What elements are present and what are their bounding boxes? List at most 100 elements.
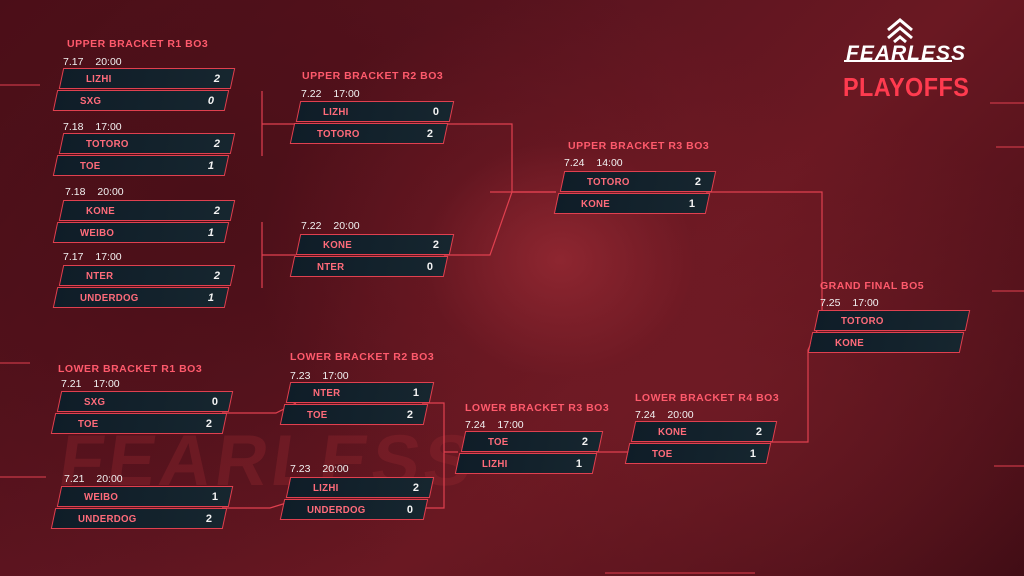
team-row[interactable]: KONE 2 [630, 421, 778, 442]
team-score: 1 [207, 159, 214, 172]
team-name: TOE [307, 408, 328, 421]
team-row[interactable]: TOE 2 [279, 404, 429, 425]
match-date: 7.21 [64, 473, 85, 485]
round-title: LOWER BRACKET R2 BO3 [290, 351, 435, 363]
match-date: 7.24 [635, 409, 656, 421]
team-row[interactable]: KONE [807, 332, 965, 353]
team-name: TOE [488, 435, 509, 448]
team-score: 2 [205, 512, 212, 525]
match-date: 7.25 [820, 297, 841, 309]
match-datetime: 7.24 14:00 [564, 157, 623, 169]
round-title: LOWER BRACKET R3 BO3 [465, 402, 610, 414]
match-time-value: 20:00 [333, 220, 360, 232]
team-score: 2 [406, 408, 413, 421]
team-score: 2 [205, 417, 212, 430]
team-name: TOE [80, 159, 101, 172]
team-name: NTER [313, 386, 341, 399]
team-row[interactable]: TOE 2 [460, 431, 604, 452]
team-row[interactable]: NTER 1 [285, 382, 435, 403]
team-name: UNDERDOG [80, 291, 139, 304]
match-date: 7.17 [63, 56, 84, 68]
team-score: 1 [688, 197, 695, 210]
match-datetime: 7.24 20:00 [635, 409, 694, 421]
round-title: UPPER BRACKET R3 BO3 [568, 140, 710, 152]
match-date: 7.18 [63, 121, 84, 133]
match-time-value: 17:00 [95, 251, 122, 263]
match-date: 7.21 [61, 378, 82, 390]
team-name: TOTORO [841, 314, 884, 327]
team-score: 2 [432, 238, 439, 251]
team-name: SXG [84, 395, 106, 408]
match-time-value: 20:00 [95, 56, 122, 68]
round-title: LOWER BRACKET R4 BO3 [635, 392, 780, 404]
team-row[interactable]: UNDERDOG 2 [50, 508, 228, 529]
match-time-value: 17:00 [333, 88, 360, 100]
team-score: 2 [755, 425, 762, 438]
logo-text: FEARLESS [846, 42, 967, 65]
team-score: 1 [207, 226, 214, 239]
team-score: 1 [412, 386, 419, 399]
team-name: KONE [658, 425, 688, 438]
match-datetime: 7.21 20:00 [64, 473, 123, 485]
team-name: NTER [86, 269, 114, 282]
team-row-inner: KONE [811, 333, 961, 352]
match-time-value: 17:00 [322, 370, 349, 382]
match-date: 7.24 [564, 157, 585, 169]
match-date: 7.17 [63, 251, 84, 263]
page-title: PLAYOFFS [843, 72, 970, 102]
match-time-value: 20:00 [667, 409, 694, 421]
team-row-inner: UNDERDOG 2 [54, 509, 224, 528]
match-time-value: 17:00 [93, 378, 120, 390]
match-datetime: 7.23 17:00 [290, 370, 349, 382]
team-score: 0 [432, 105, 439, 118]
match-datetime: 7.23 20:00 [290, 463, 349, 475]
team-name: LIZHI [482, 457, 508, 470]
fearless-logo-icon [844, 18, 952, 62]
team-row[interactable]: TOTORO [813, 310, 971, 331]
team-name: UNDERDOG [78, 512, 137, 525]
team-row-inner: KONE 2 [634, 422, 774, 441]
team-row-inner: TOE 2 [464, 432, 600, 451]
match-datetime: 7.22 17:00 [301, 88, 360, 100]
team-row[interactable]: TOE 1 [52, 155, 230, 176]
team-score: 2 [213, 72, 220, 85]
match-date: 7.23 [290, 370, 311, 382]
team-row-inner: TOE 1 [56, 156, 226, 175]
team-score: 2 [581, 435, 588, 448]
team-name: TOE [652, 447, 673, 460]
